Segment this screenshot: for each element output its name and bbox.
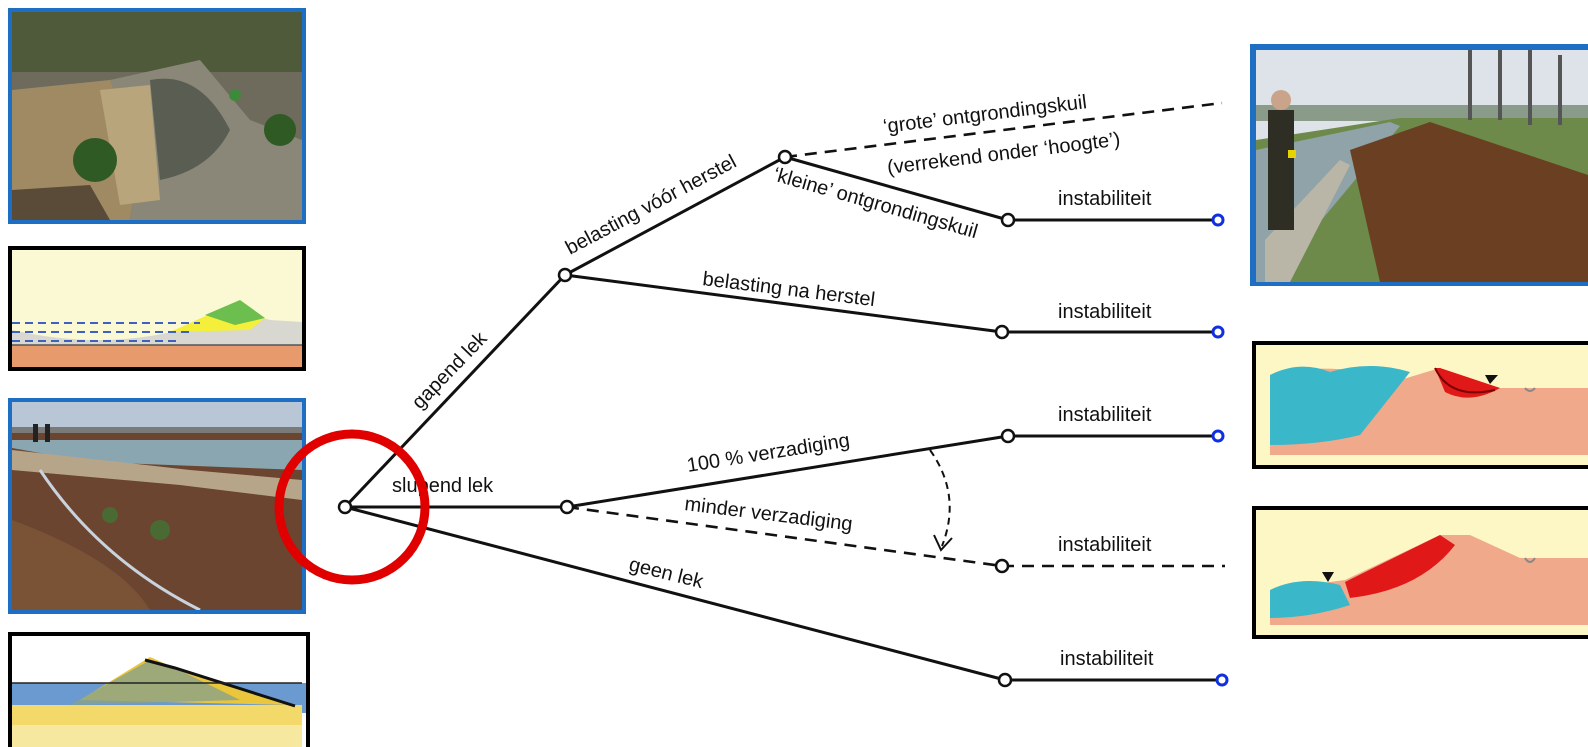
end-node-1 — [1211, 213, 1225, 227]
edge-belasting-voor-herstel — [564, 155, 786, 277]
arrow-head — [933, 534, 953, 552]
end-node-5 — [1215, 673, 1229, 687]
label-grote-line1: ‘grote’ ontgrondingskuil — [882, 91, 1088, 138]
node-belasting-voor — [777, 149, 793, 165]
outcome-label: instabiliteit — [1058, 188, 1152, 210]
node-na-herstel — [994, 324, 1010, 340]
edge-gapend-lek — [343, 273, 567, 509]
tree-edges — [343, 101, 1225, 682]
curved-dashed-arrow — [929, 449, 951, 547]
node-minder — [994, 558, 1010, 574]
label-minder-verzadiging: minder verzadiging — [683, 493, 853, 535]
outcome-label: instabiliteit — [1058, 404, 1152, 426]
label-grote-line2: (verrekend onder ‘hoogte’) — [886, 129, 1122, 179]
label-belasting-voor-herstel: belasting vóór herstel — [562, 151, 740, 260]
node-slupend — [559, 499, 575, 515]
edge-minder-verzadiging — [566, 505, 1003, 568]
root-highlight-circle — [274, 429, 430, 585]
tree-nodes — [337, 149, 1229, 688]
dike-cross-section-yellow — [8, 632, 310, 747]
label-geen-lek: geen lek — [627, 554, 707, 594]
node-gapend — [557, 267, 573, 283]
node-geen — [997, 672, 1013, 688]
photo-dike-slope-failure — [8, 398, 306, 614]
edge-kleine-ontgrondingskuil — [784, 155, 1009, 222]
aerial-photo-dike-breach — [8, 8, 306, 224]
node-root — [337, 499, 353, 515]
edge-grote-ontgrondingskuil — [784, 101, 1223, 159]
slope-failure-diagram-inner — [1252, 341, 1588, 469]
dike-cross-section-drawing — [8, 246, 306, 371]
end-node-3 — [1211, 429, 1225, 443]
edge-geen-lek — [344, 505, 1006, 682]
slope-failure-diagram-outer — [1252, 506, 1588, 639]
tree-labels: gapend lek slupend lek geen lek belastin… — [392, 91, 1154, 670]
outcome-label: instabiliteit — [1058, 301, 1152, 323]
label-100-verzadiging: 100 % verzadiging — [685, 429, 851, 476]
node-kleine — [1000, 212, 1016, 228]
outcome-label: instabiliteit — [1058, 534, 1152, 556]
node-100 — [1000, 428, 1016, 444]
label-gapend-lek: gapend lek — [408, 327, 493, 413]
photo-man-at-dike-failure — [1250, 44, 1588, 286]
end-node-2 — [1211, 325, 1225, 339]
edge-100-verzadiging — [566, 434, 1009, 509]
edge-belasting-na-herstel — [564, 273, 1003, 334]
label-slupend-lek: slupend lek — [392, 475, 494, 497]
outcome-label: instabiliteit — [1060, 648, 1154, 670]
